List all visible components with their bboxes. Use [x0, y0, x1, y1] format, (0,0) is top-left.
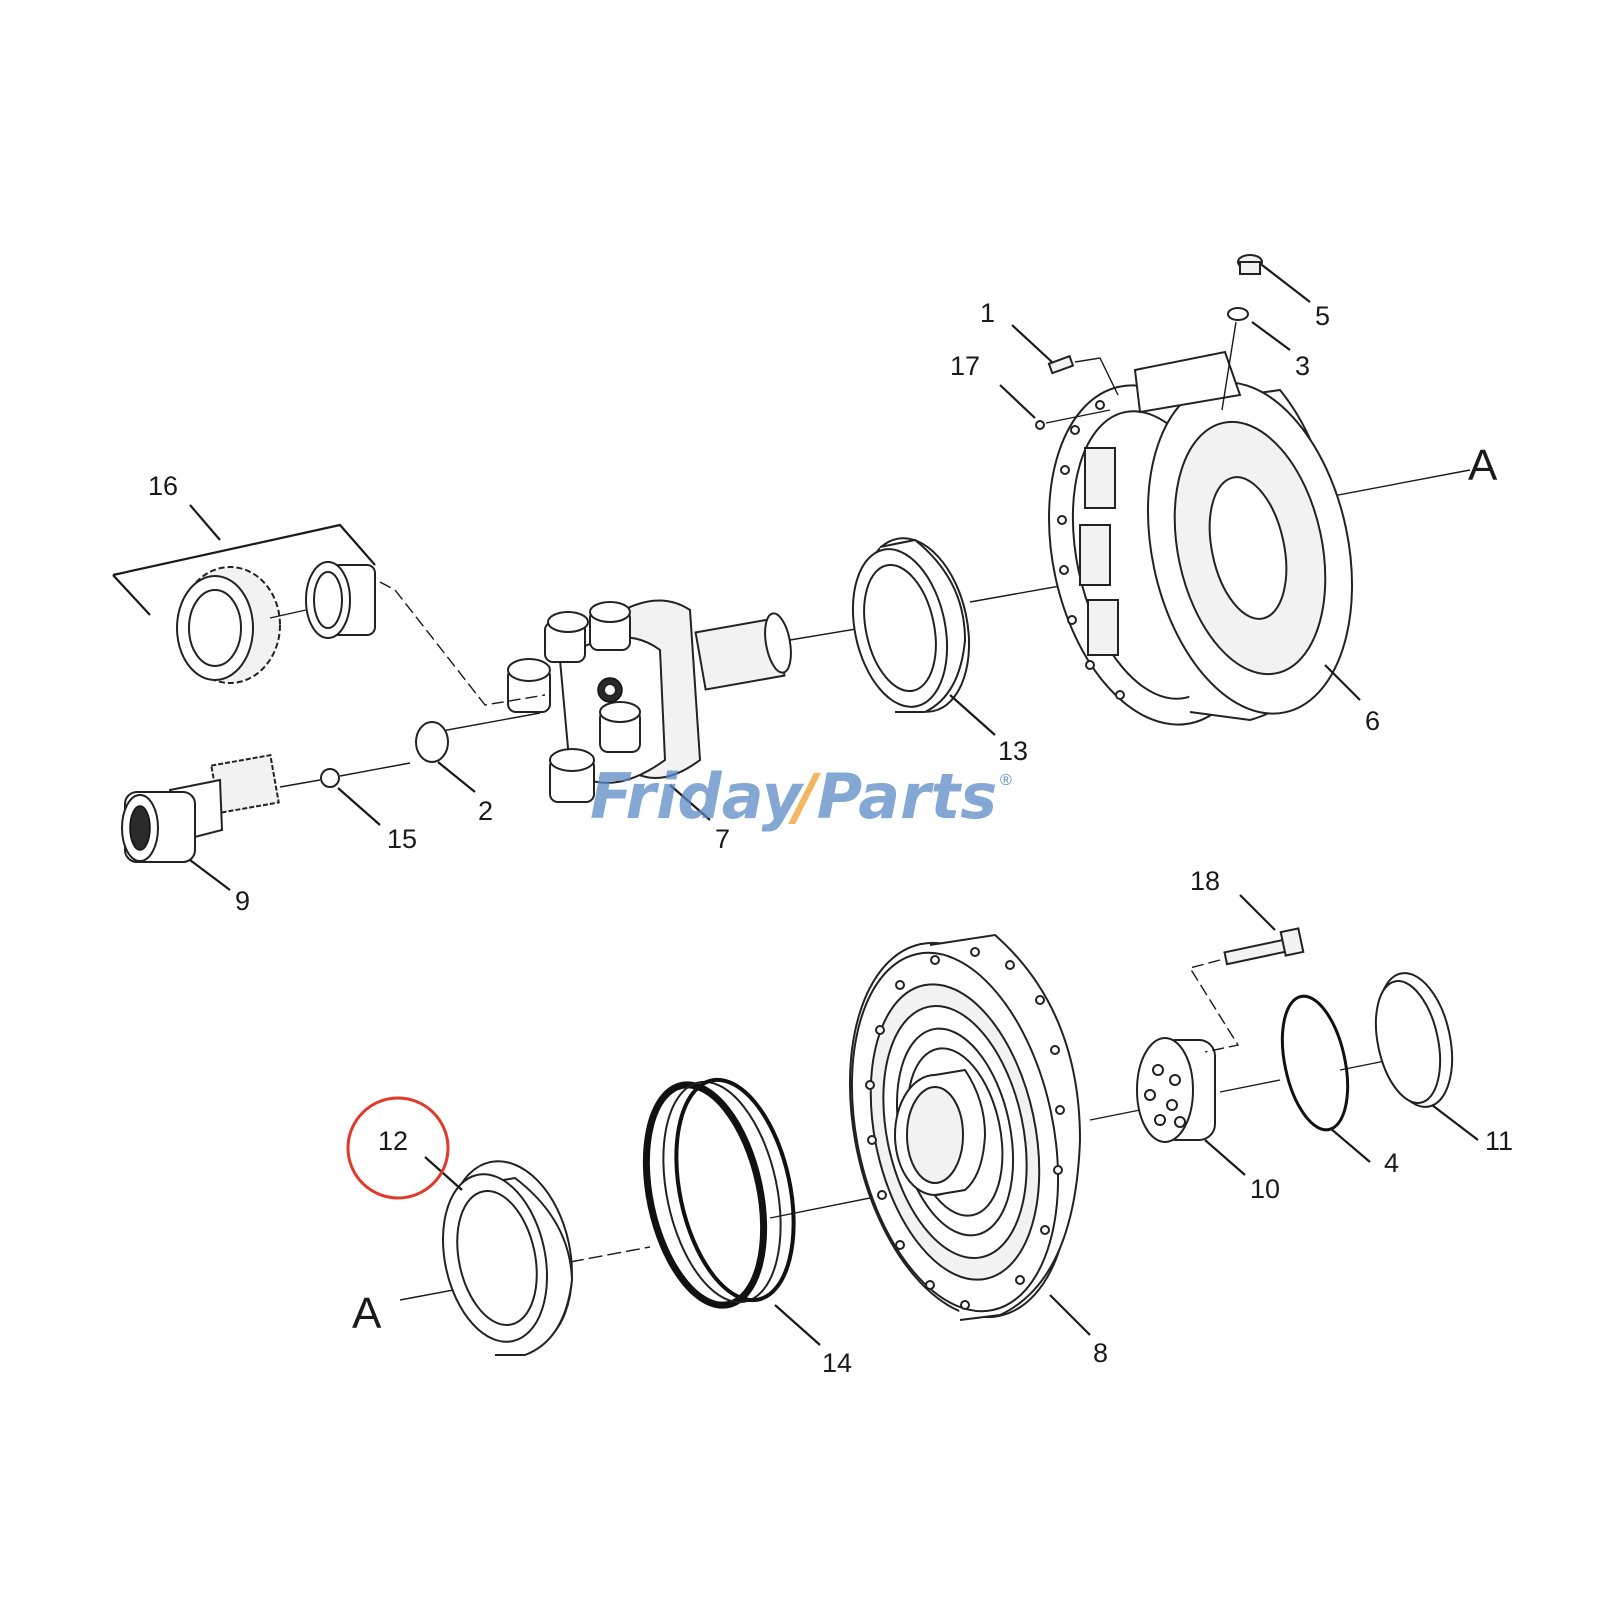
part-16-planet-gear: [176, 566, 281, 684]
label-3: 3: [1295, 351, 1310, 381]
highlight-circle-12: [346, 1096, 450, 1200]
leader-11: [1431, 1104, 1479, 1141]
part-11-ring: [1374, 972, 1454, 1108]
part-5-plug: [1237, 254, 1263, 275]
part-17-ring: [1035, 420, 1045, 430]
part-13-bearing: [851, 537, 971, 713]
label-12: 12: [378, 1126, 408, 1156]
leader-3-axis: [1221, 321, 1237, 411]
label-13: 13: [998, 736, 1028, 766]
part-3-oring: [1227, 307, 1249, 321]
leader-1: [1011, 324, 1053, 363]
part-14-seal: [642, 1077, 796, 1309]
leader-18-axis: [1188, 959, 1240, 1053]
leader-9: [189, 859, 231, 891]
watermark-registered: ®: [1000, 772, 1012, 789]
leader-1-axis: [1074, 357, 1119, 396]
bracket-16-left: [112, 574, 151, 616]
leader-17-axis: [1045, 409, 1111, 424]
label-15: 15: [387, 824, 417, 854]
part-10-plate: [1136, 1037, 1216, 1143]
leader-13: [949, 694, 996, 736]
part-15-ball: [320, 768, 340, 788]
part-2-snap-ring: [415, 721, 449, 763]
label-7: 7: [715, 824, 730, 854]
leader-16-axis: [379, 581, 546, 706]
label-4: 4: [1384, 1148, 1399, 1178]
label-2: 2: [478, 796, 493, 826]
part-7-planet-carrier: [507, 599, 792, 803]
label-18: 18: [1190, 866, 1220, 896]
leader-15: [337, 787, 381, 826]
part-1-screw: [1047, 354, 1075, 375]
svg-text:Friday/Parts: Friday/Parts: [590, 760, 997, 833]
axis-16: [269, 609, 307, 619]
watermark-text-1: Friday: [590, 760, 805, 833]
bracket-16-top: [112, 523, 376, 577]
leader-10: [1204, 1139, 1246, 1176]
leader-18: [1239, 894, 1276, 931]
leader-16: [189, 504, 221, 541]
label-17: 17: [950, 351, 980, 381]
part-6-housing: [1048, 350, 1354, 726]
part-12-bearing: [441, 1160, 574, 1356]
label-10: 10: [1250, 1174, 1280, 1204]
part-4-oring: [1280, 994, 1350, 1132]
label-9: 9: [235, 886, 250, 916]
label-1: 1: [980, 298, 995, 328]
axis-marker-bottom: A: [352, 1289, 382, 1338]
axis-marker-top: A: [1468, 441, 1498, 490]
part-16-needle-bearing: [305, 561, 376, 639]
label-8: 8: [1093, 1338, 1108, 1368]
watermark-accent: /: [788, 760, 821, 833]
part-8-hub: [848, 933, 1082, 1321]
leader-5: [1261, 264, 1311, 303]
label-14: 14: [822, 1348, 852, 1378]
leader-8: [1049, 1294, 1091, 1336]
leader-6: [1324, 664, 1361, 701]
leader-7: [669, 784, 711, 821]
label-6: 6: [1365, 706, 1380, 736]
leader-12: [424, 1156, 463, 1191]
leader-14: [774, 1304, 821, 1346]
leader-3: [1251, 321, 1291, 351]
leader-17: [999, 384, 1036, 419]
leader-4: [1329, 1127, 1371, 1163]
leader-2: [437, 761, 476, 793]
label-5: 5: [1315, 301, 1330, 331]
label-16: 16: [148, 471, 178, 501]
label-11: 11: [1485, 1126, 1513, 1156]
part-9-sun-gear: [121, 753, 280, 863]
part-18-bolt: [1223, 927, 1305, 966]
fridayparts-watermark: Friday/Parts ®: [590, 760, 1012, 833]
watermark-text-2: Parts: [817, 760, 997, 833]
